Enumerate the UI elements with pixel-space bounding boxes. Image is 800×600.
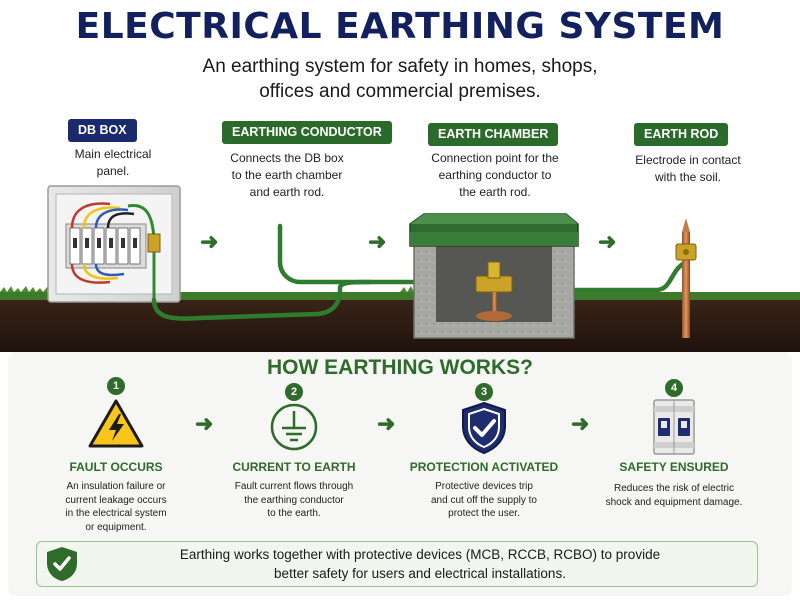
step-title: SAFETY ENSURED [619,460,729,474]
step-description: Fault current flows through the earthing… [219,480,369,521]
soil-layer [0,298,800,352]
earthing-conductor-desc-line-1: Connects the DB box [230,151,344,165]
step-1-desc-line-2: current leakage occurs [65,494,167,506]
arrow-right-icon: ➜ [200,229,219,254]
db-box-description: Main electrical panel. [48,146,178,180]
db-box-desc-line-2: panel. [96,164,130,178]
step-title: FAULT OCCURS [69,460,163,474]
step-description: Reduces the risk of electric shock and e… [589,482,759,509]
breaker-icon [653,399,695,455]
shield-check-icon [462,401,506,455]
earth-chamber-illustration [409,213,579,339]
arrow-right-icon: ➜ [377,411,396,436]
arrow-right-icon: ➜ [368,229,387,254]
earthing-conductor-label: EARTHING CONDUCTOR [222,121,392,144]
info-note-text: Earthing works together with protective … [170,545,670,583]
earth-rod-label: EARTH ROD [634,123,729,146]
step-4-desc-line-1: Reduces the risk of electric [613,483,735,494]
step-4-desc-line-2: shock and equipment damage. [605,496,743,508]
how-earthing-works-title: HOW EARTHING WORKS? [267,356,533,379]
earthing-scene-illustration [0,185,800,352]
step-description: An insulation failure or current leakage… [46,480,186,534]
step-2-desc-line-1: Fault current flows through [234,481,354,492]
page-subtitle: An earthing system for safety in homes, … [150,54,650,104]
earth-rod-description: Electrode in contact with the soil. [618,152,758,186]
arrow-right-icon: ➜ [195,411,214,436]
earthing-conductor-desc-line-3: and earth rod. [249,185,325,199]
info-note-box [36,541,758,587]
db-box-illustration [47,185,181,303]
arrow-right-icon: ➜ [571,411,590,436]
step-2-desc-line-2: the earthing conductor [244,494,344,506]
ground-icon [270,403,318,451]
step-3-desc-line-3: protect the user. [448,508,520,519]
earth-rod-desc-line-1: Electrode in contact [635,153,741,167]
info-note-line-2: better safety for users and electrical i… [274,566,566,581]
step-1-desc-line-3: in the electrical system [65,508,167,519]
step-number-badge: 2 [285,383,303,401]
db-box-label: DB BOX [68,119,137,142]
earth-chamber-desc-line-3: the earth rod. [459,185,531,199]
earthing-conductor-desc-line-2: to the earth chamber [231,168,343,182]
db-box-desc-line-1: Main electrical [74,147,152,161]
earth-rod-illustration [675,218,697,338]
earth-rod-desc-line-2: with the soil. [654,170,722,184]
shield-check-icon [47,547,77,581]
subtitle-line-1: An earthing system for safety in homes, … [202,56,598,77]
step-2-desc-line-3: to the earth. [267,508,321,519]
step-number-badge: 1 [107,377,125,395]
step-3-desc-line-1: Protective devices trip [435,481,533,492]
subtitle-line-2: offices and commercial premises. [259,81,541,102]
earth-chamber-label: EARTH CHAMBER [428,123,559,146]
earthing-conductor-description: Connects the DB box to the earth chamber… [212,150,362,201]
step-title: CURRENT TO EARTH [232,460,356,474]
step-number-badge: 4 [665,379,683,397]
step-1-desc-line-1: An insulation failure or [66,481,166,492]
arrow-right-icon: ➜ [598,229,617,254]
earth-chamber-desc-line-1: Connection point for the [431,151,559,165]
step-description: Protective devices trip and cut off the … [409,480,559,521]
info-note-line-1: Earthing works together with protective … [179,547,661,562]
grass-layer [0,292,800,300]
earth-chamber-desc-line-2: earthing conductor to [438,168,552,182]
step-title: PROTECTION ACTIVATED [409,460,559,474]
page-title: ELECTRICAL EARTHING SYSTEM [75,6,725,47]
step-number-badge: 3 [475,383,493,401]
step-3-desc-line-2: and cut off the supply to [430,494,537,506]
earth-chamber-description: Connection point for the earthing conduc… [410,150,580,201]
step-1-desc-line-4: or equipment. [85,521,147,533]
warning-icon [88,399,144,448]
